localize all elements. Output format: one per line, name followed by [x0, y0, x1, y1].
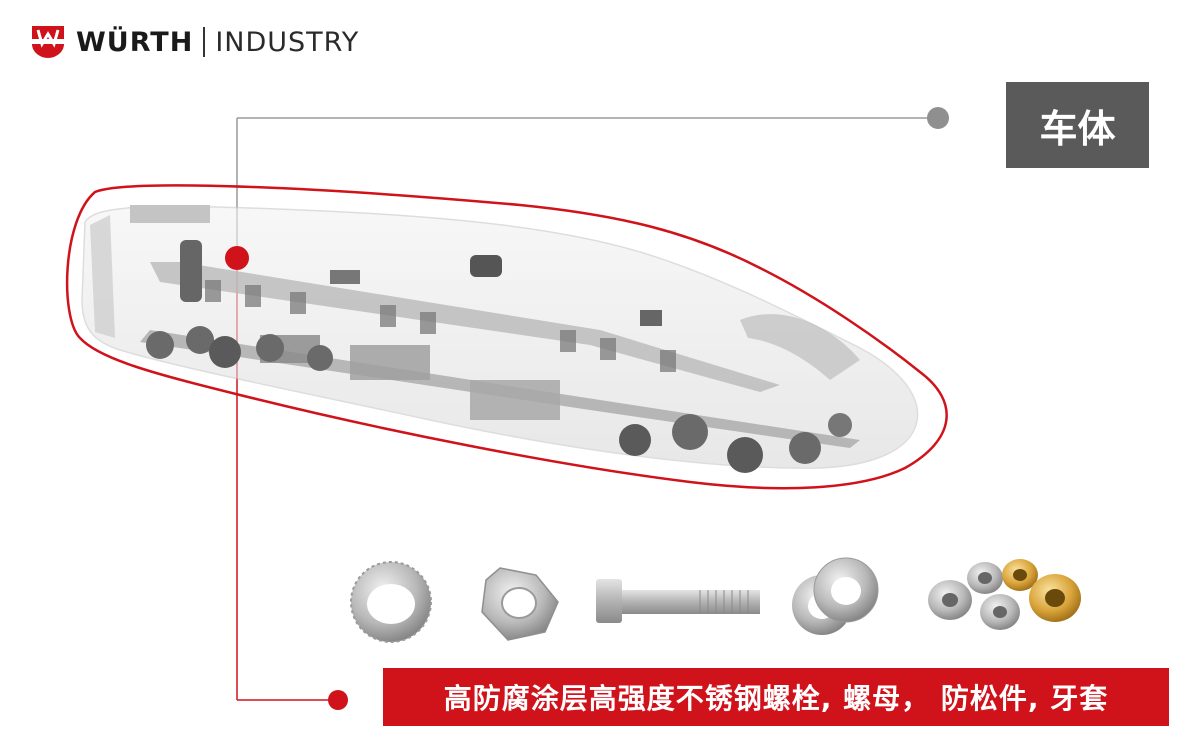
rear-bogie [619, 413, 852, 473]
thread-insert-icon [928, 559, 1081, 630]
tag-connector-dot [927, 107, 949, 129]
division-name: INDUSTRY [215, 26, 360, 58]
wedge-lock-washer-icon [792, 557, 879, 635]
hex-bolt-icon [596, 579, 760, 623]
highlight-outline [65, 184, 948, 490]
section-tag-car-body: 车体 [1006, 82, 1149, 168]
lock-washer-icon [350, 561, 432, 643]
hex-nut-icon [481, 567, 559, 641]
train-body [81, 205, 919, 473]
wurth-logo: WÜRTH INDUSTRY [30, 22, 359, 62]
caption-connector-dot [328, 690, 348, 710]
brand-name: WÜRTH [76, 26, 194, 58]
logo-divider [203, 27, 206, 57]
hotspot-marker[interactable] [225, 246, 249, 270]
fastener-caption: 高防腐涂层高强度不锈钢螺栓, 螺母， 防松件, 牙套 [383, 668, 1169, 726]
front-bogie [146, 326, 333, 371]
wurth-logo-icon [32, 26, 64, 58]
